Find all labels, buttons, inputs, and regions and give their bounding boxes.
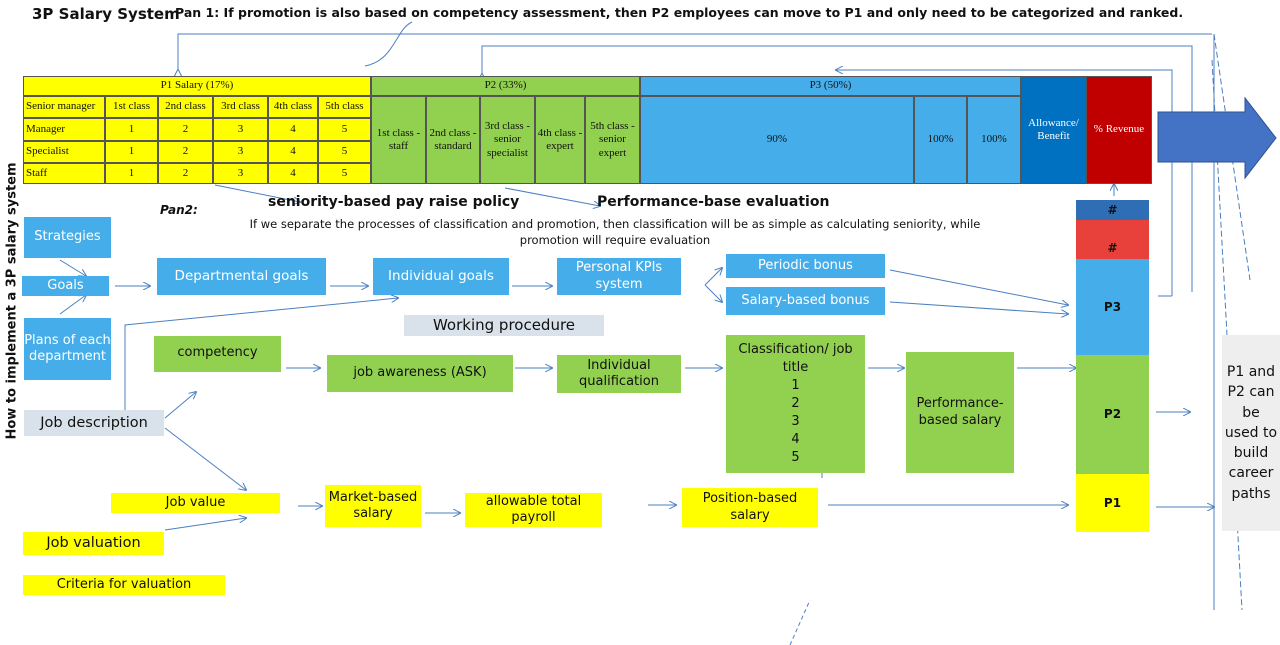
classification-level: 5 <box>791 449 800 465</box>
market-salary-box: Market-based salary <box>325 485 421 527</box>
p1-row-label: Senior manager <box>23 96 105 118</box>
p1-cell: 5 <box>318 141 371 163</box>
p1-cell: 4 <box>268 163 318 184</box>
p1-cell: 2 <box>158 163 213 184</box>
plans-box: Plans of each department <box>24 318 111 380</box>
allowance-benefit: Allowance/ Benefit <box>1021 76 1086 184</box>
p1-cell: 3 <box>213 141 268 163</box>
p2-class-col: 4th class - expert <box>535 96 585 184</box>
revenue-percent: % Revenue <box>1086 76 1152 184</box>
job-valuation-box: Job valuation <box>23 532 164 555</box>
periodic-bonus-box: Periodic bonus <box>726 254 885 278</box>
p1-cell: 1 <box>105 163 158 184</box>
classification-level: 4 <box>791 431 800 447</box>
salary-bonus-box: Salary-based bonus <box>726 287 885 315</box>
p1-row-label: Staff <box>23 163 105 184</box>
criteria-box: Criteria for valuation <box>23 575 225 595</box>
job-awareness-box: job awareness (ASK) <box>327 355 513 392</box>
classification-level: 1 <box>791 378 800 394</box>
job-description-box: Job description <box>24 410 164 436</box>
performance-evaluation: Performance-base evaluation <box>597 194 830 210</box>
p3-col-1: 90% <box>640 96 914 184</box>
competency-box: competency <box>154 336 281 372</box>
individual-goals-box: Individual goals <box>373 258 509 295</box>
p3-col-3: 100% <box>967 96 1021 184</box>
p1-class-header: 2nd class <box>158 96 213 118</box>
p2-class-col: 2nd class - standard <box>426 96 480 184</box>
stack-hash-red: # <box>1076 220 1149 259</box>
pan2-label: Pan2: <box>160 203 198 217</box>
working-procedure-box: Working procedure <box>404 315 604 336</box>
pan1-note: Pan 1: If promotion is also based on com… <box>175 5 1184 20</box>
p2-class-col: 1st class - staff <box>371 96 426 184</box>
p1-class-header: 3rd class <box>213 96 268 118</box>
performance-salary-box: Performance-based salary <box>906 352 1014 473</box>
p1-class-header: 5th class <box>318 96 371 118</box>
classification-box: Classification/ job title 1 2 3 4 5 <box>726 335 865 473</box>
p2-header: P2 (33%) <box>371 76 640 96</box>
career-path-note: P1 and P2 can be used to build career pa… <box>1222 335 1280 531</box>
seniority-policy: seniority-based pay raise policy <box>268 194 520 210</box>
p1-row-label: Specialist <box>23 141 105 163</box>
side-label: How to implement a 3P salary system <box>4 162 20 440</box>
p2-class-col: 3rd class - senior specialist <box>480 96 535 184</box>
stack-p2: P2 <box>1076 355 1149 474</box>
classification-level: 2 <box>791 396 800 412</box>
goals-box: Goals <box>22 276 109 296</box>
p1-cell: 3 <box>213 118 268 141</box>
p3-col-2: 100% <box>914 96 967 184</box>
p1-cell: 1 <box>105 118 158 141</box>
p2-class-col: 5th class - senior expert <box>585 96 640 184</box>
job-value-box: Job value <box>111 493 280 513</box>
system-title: 3P Salary System <box>32 5 180 23</box>
p1-cell: 2 <box>158 118 213 141</box>
p1-class-header: 1st class <box>105 96 158 118</box>
p1-cell: 1 <box>105 141 158 163</box>
p1-header: P1 Salary (17%) <box>23 76 371 96</box>
p1-row-label: Manager <box>23 118 105 141</box>
stack-hash-top: # <box>1076 200 1149 220</box>
classification-level: 3 <box>791 413 800 429</box>
p1-cell: 3 <box>213 163 268 184</box>
pan2-note: If we separate the processes of classifi… <box>249 217 981 247</box>
p1-cell: 4 <box>268 141 318 163</box>
p1-cell: 5 <box>318 118 371 141</box>
p1-cell: 5 <box>318 163 371 184</box>
p1-class-header: 4th class <box>268 96 318 118</box>
p1-cell: 2 <box>158 141 213 163</box>
position-salary-box: Position-based salary <box>682 488 818 527</box>
departmental-goals-box: Departmental goals <box>157 258 326 295</box>
p3-header: P3 (50%) <box>640 76 1021 96</box>
classification-title: Classification/ job title <box>738 342 853 376</box>
strategies-box: Strategies <box>24 217 111 258</box>
stack-p1: P1 <box>1076 474 1149 532</box>
personal-kpis-box: Personal KPIs system <box>557 258 681 295</box>
stack-p3: P3 <box>1076 259 1149 355</box>
p1-cell: 4 <box>268 118 318 141</box>
allowable-payroll-box: allowable total payroll <box>465 493 602 527</box>
individual-qualification-box: Individual qualification <box>557 355 681 393</box>
